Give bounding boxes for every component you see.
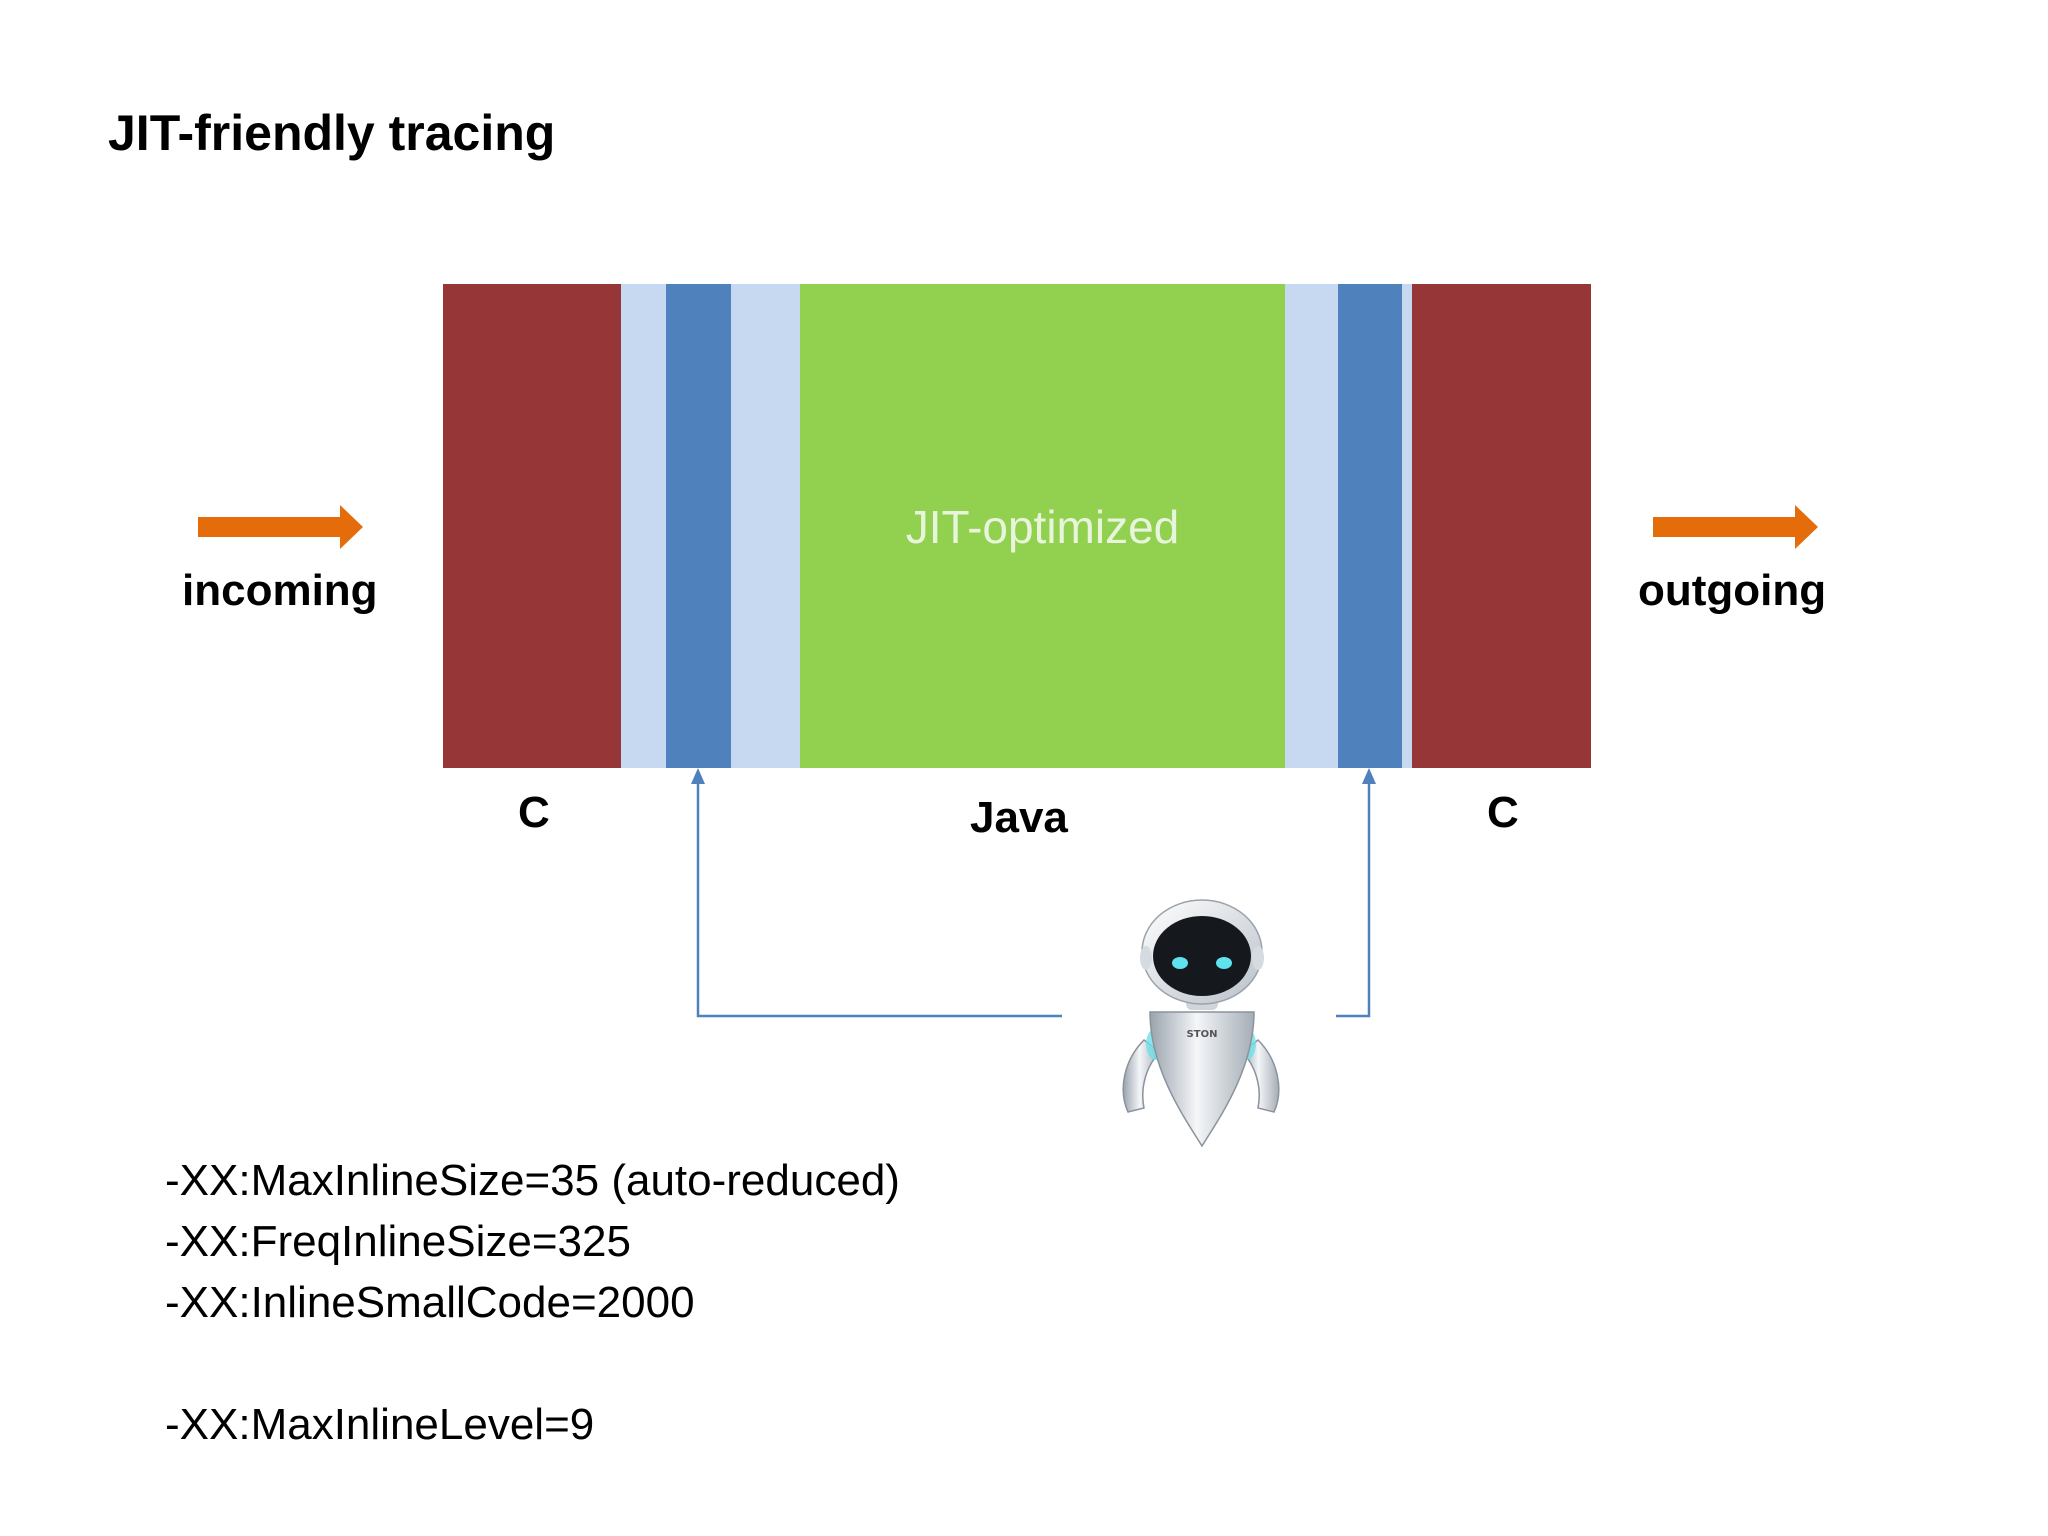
left-c-label: C: [518, 788, 550, 837]
right-trace-band: [1338, 284, 1402, 768]
jvm-flag-max-inline-level: -XX:MaxInlineLevel=9: [165, 1400, 595, 1449]
right-c-block: [1412, 284, 1591, 768]
right-light-sliver: [1402, 284, 1412, 768]
left-trace-band: [666, 284, 731, 768]
right-c-label: C: [1487, 788, 1519, 837]
right-connector-arrowhead-icon: [1362, 768, 1376, 784]
right-light-band: [1285, 284, 1338, 768]
jvm-flags-list: -XX:MaxInlineSize=35 (auto-reduced) -XX:…: [165, 1150, 900, 1455]
jit-optimized-label: JIT-optimized: [905, 501, 1180, 553]
outgoing-label: outgoing: [1638, 566, 1827, 615]
jvm-flag-inline-small-code: -XX:InlineSmallCode=2000: [165, 1278, 695, 1327]
left-light-band: [621, 284, 666, 768]
slide-title: JIT-friendly tracing: [108, 105, 556, 161]
left-connector-arrowhead-icon: [691, 768, 705, 784]
incoming-arrow-icon: [198, 505, 363, 549]
incoming-label: incoming: [182, 566, 378, 615]
outgoing-arrow-icon: [1653, 505, 1818, 549]
jvm-flag-freq-inline-size: -XX:FreqInlineSize=325: [165, 1217, 631, 1266]
jvm-flag-max-inline-size: -XX:MaxInlineSize=35 (auto-reduced): [165, 1156, 900, 1205]
java-label: Java: [970, 793, 1068, 842]
right-connector-line: [1336, 780, 1371, 1018]
left-light-band-2: [731, 284, 800, 768]
jit-optimized-block: [800, 284, 1285, 768]
left-connector-line: [696, 780, 1062, 1018]
left-c-block: [443, 284, 621, 768]
